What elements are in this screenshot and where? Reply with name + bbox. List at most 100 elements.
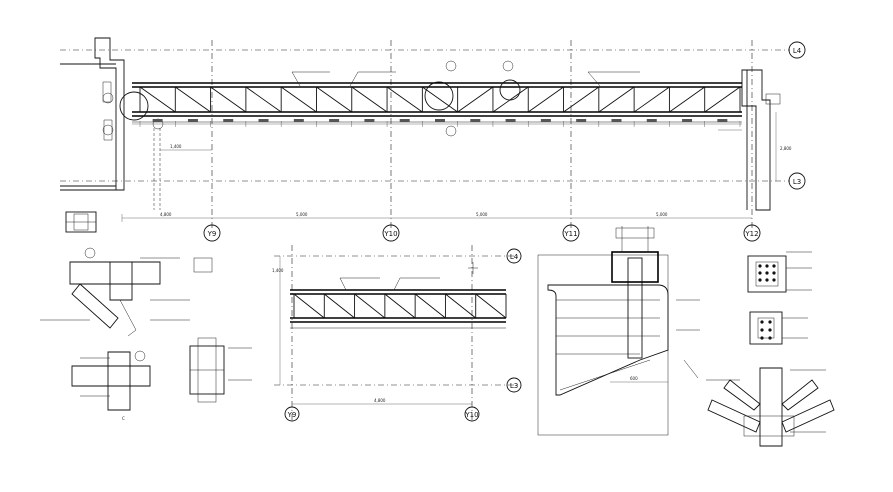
truss-diagonal <box>414 293 446 319</box>
side-dim: 2,800 <box>780 146 792 151</box>
right-column <box>741 69 771 211</box>
bottom-span-4: 5,000 <box>656 212 668 217</box>
truss-diagonal <box>280 86 317 113</box>
svg-text:Y9: Y9 <box>207 230 217 238</box>
dim-value-mark <box>258 119 269 122</box>
truss-diagonal <box>563 86 600 113</box>
svg-text:L4: L4 <box>510 253 519 261</box>
svg-text:L3: L3 <box>793 178 801 186</box>
bolt <box>772 271 776 275</box>
svg-text:L3: L3 <box>510 382 518 390</box>
footing-outline <box>547 284 669 396</box>
joint-detail-1 <box>69 261 161 285</box>
base-plate <box>611 251 659 283</box>
dim-value-mark <box>364 119 375 122</box>
detail-callout-mid <box>424 81 454 111</box>
truss-diagonal <box>354 293 386 319</box>
column-height-dim: 1,400 <box>272 268 284 273</box>
grid-bubble-y11: Y11 <box>562 224 580 242</box>
grid-bubble-l3: L3 <box>788 172 806 190</box>
partial-truss-web <box>293 293 507 319</box>
dim-value-mark <box>682 119 693 122</box>
connection-details-left: C <box>40 211 252 421</box>
dim-value-mark <box>717 119 728 122</box>
dim-value-mark <box>293 119 304 122</box>
dim-value-mark <box>470 119 481 122</box>
bottom-span-3: 5,000 <box>476 212 488 217</box>
section-marker <box>102 124 114 136</box>
joint-detail-2 <box>71 365 151 387</box>
bolt <box>760 328 764 332</box>
truss-diagonal <box>527 86 564 113</box>
detail-callout-right <box>499 79 521 101</box>
dim-value-mark <box>187 119 198 122</box>
dim-value-mark <box>646 119 657 122</box>
dim-value-mark <box>399 119 410 122</box>
main-truss-elevation: 1,400 2,800 4,800 5,000 5,000 5,000 L4 L… <box>60 37 806 242</box>
truss-diagonal <box>316 86 353 113</box>
truss-diagonal <box>704 86 741 113</box>
anchor-bolt <box>627 257 643 359</box>
detail-note-c: C <box>122 416 125 421</box>
dim-value-mark <box>576 119 587 122</box>
bolt <box>758 264 762 268</box>
truss-diagonal <box>384 293 416 319</box>
lower-span-dim: 4,800 <box>374 398 386 403</box>
truss-diagonal <box>669 86 705 113</box>
plate-detail-2 <box>749 311 783 345</box>
dim-value-mark <box>611 119 622 122</box>
bolt <box>765 278 769 282</box>
grid-bubble-l4-lower: L4 <box>506 248 522 264</box>
bolt <box>760 336 764 340</box>
truss-diagonal <box>475 293 507 319</box>
truss-diagonal <box>293 293 325 319</box>
bolt <box>772 278 776 282</box>
bolt <box>758 271 762 275</box>
truss-diagonal <box>175 86 211 113</box>
bolt <box>760 320 764 324</box>
truss-diagonal <box>245 86 282 113</box>
svg-text:Y10: Y10 <box>383 230 397 238</box>
bolt <box>768 320 772 324</box>
truss-diagonal <box>422 86 458 113</box>
partial-truss-elevation: 1,400 4,800 L4 L3 Y9 Y10 <box>272 245 522 422</box>
svg-text:L4: L4 <box>793 47 802 55</box>
bolt <box>765 264 769 268</box>
truss-diagonal <box>598 86 635 113</box>
bracing-node <box>759 367 783 447</box>
grid-bubble-l3-lower: L3 <box>506 377 522 393</box>
bolt <box>772 264 776 268</box>
grid-bubble-y10: Y10 <box>382 224 400 242</box>
bottom-span-1: 4,800 <box>160 212 172 217</box>
bolt <box>758 278 762 282</box>
left-wall <box>94 37 125 191</box>
bottom-span-2: 5,000 <box>296 212 308 217</box>
truss-diagonal <box>139 86 176 113</box>
grid-bubble-y10-lower: Y10 <box>464 406 480 422</box>
dim-value-mark <box>540 119 551 122</box>
truss-web-members <box>139 86 741 113</box>
truss-diagonal <box>351 86 388 113</box>
plate-detail-1 <box>747 255 787 293</box>
dim-value-mark <box>435 119 445 122</box>
dim-value-mark <box>505 119 516 122</box>
bolt <box>765 271 769 275</box>
dim-value-mark <box>152 119 163 122</box>
truss-diagonal <box>445 293 476 319</box>
section-marker <box>102 92 114 104</box>
dimension-ticks <box>139 119 741 127</box>
svg-text:Y12: Y12 <box>744 230 758 238</box>
base-width-dim: 600 <box>630 376 638 381</box>
truss-diagonal <box>492 86 529 113</box>
bolt <box>768 336 772 340</box>
dim-value-mark <box>329 119 340 122</box>
dim-value-mark <box>223 119 234 122</box>
bolt <box>768 328 772 332</box>
truss-diagonal <box>633 86 670 113</box>
truss-diagonal <box>457 86 494 113</box>
detail-callout-left <box>119 91 149 121</box>
grid-bubble-y9-lower: Y9 <box>284 406 300 422</box>
svg-text:Y10: Y10 <box>464 411 478 419</box>
truss-diagonal <box>386 86 423 113</box>
